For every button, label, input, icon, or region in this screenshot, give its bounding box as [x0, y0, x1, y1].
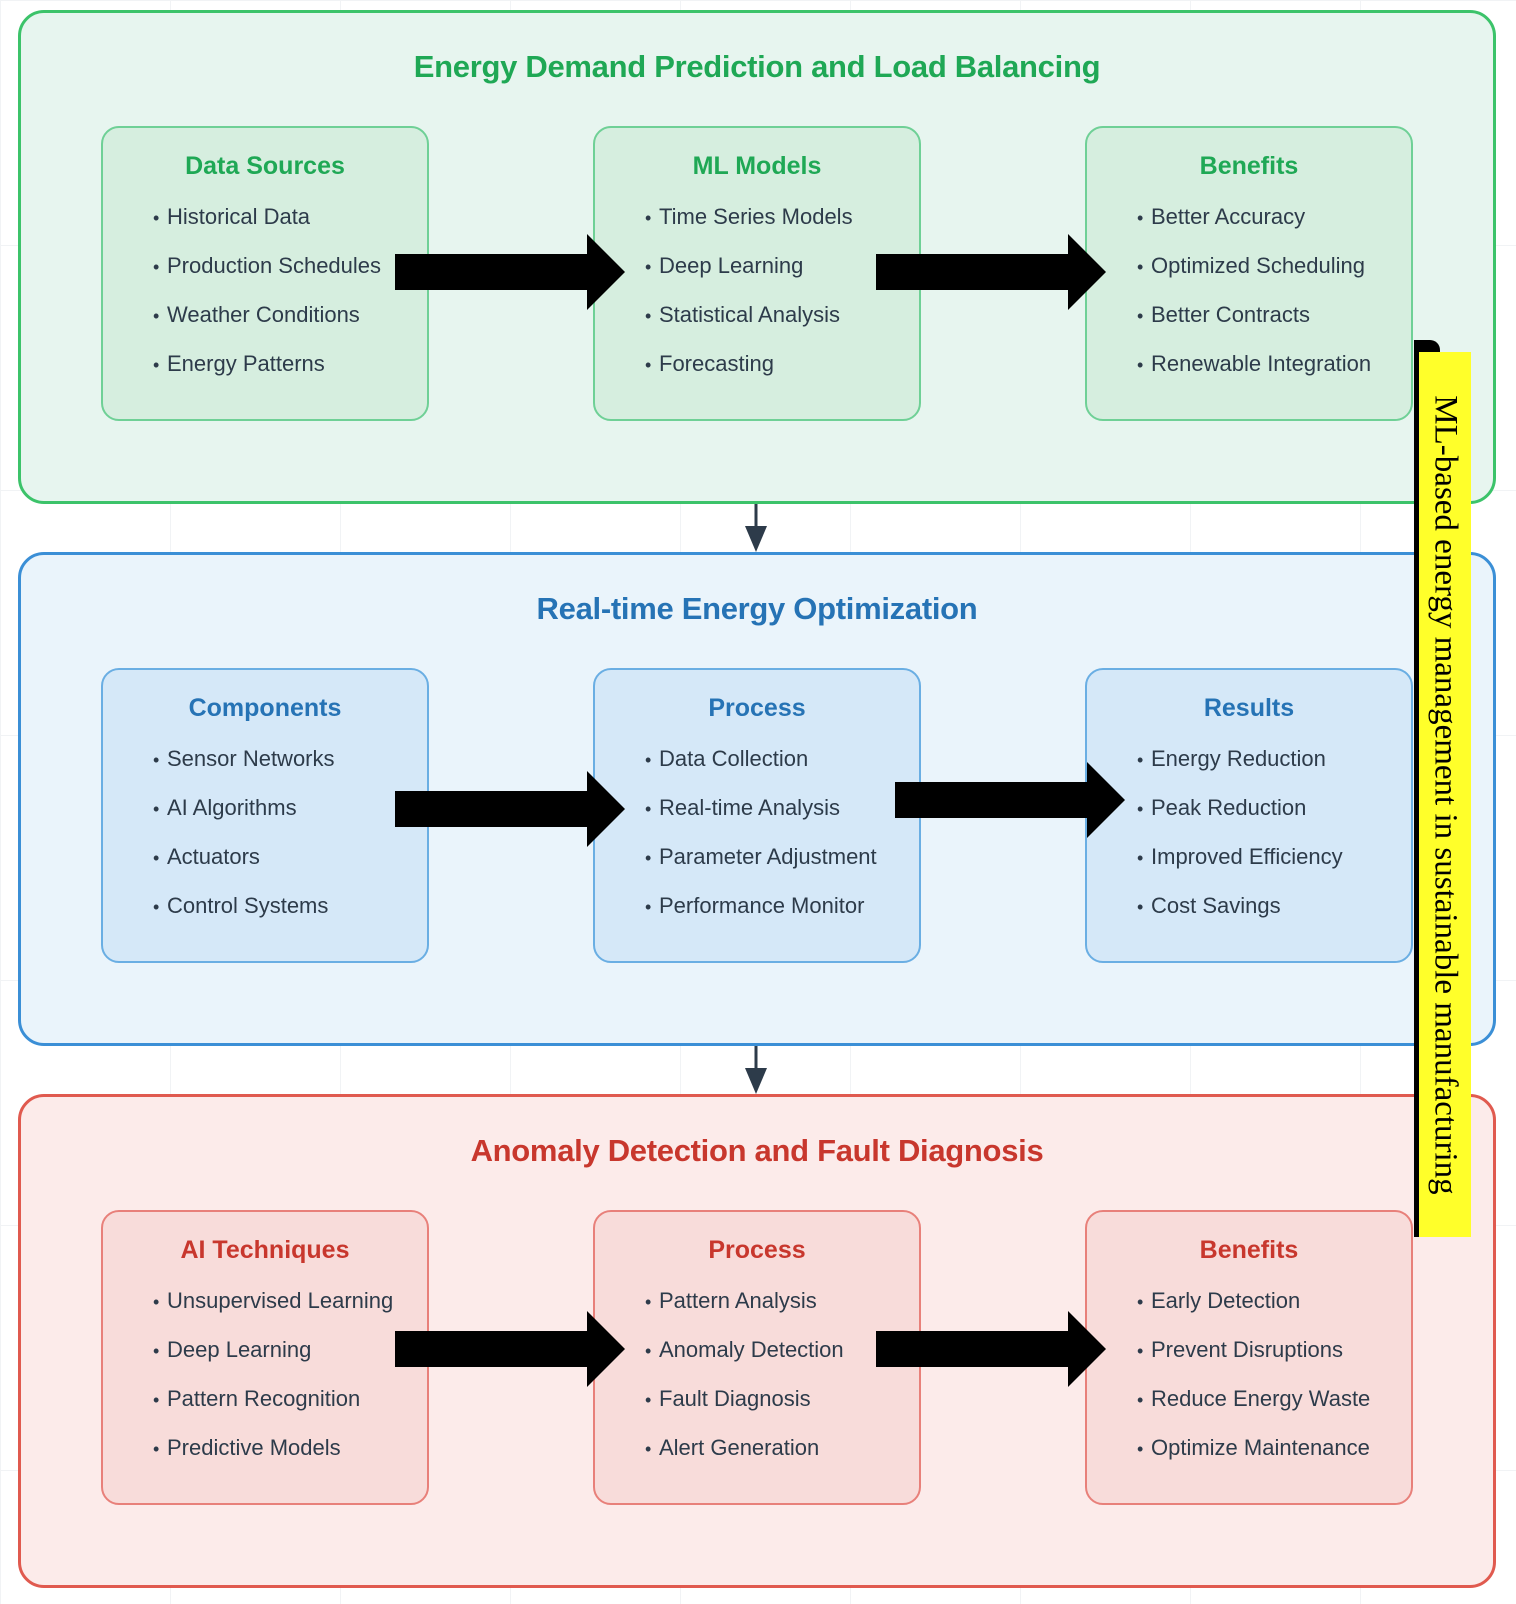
arrow-right-icon: [876, 234, 1106, 310]
section-title: Energy Demand Prediction and Load Balanc…: [413, 49, 1101, 84]
list-item: •Production Schedules: [153, 253, 382, 278]
list-item: •Deep Learning: [645, 253, 804, 278]
list-item: •Performance Monitor: [645, 893, 865, 918]
list-item: •Time Series Models: [645, 204, 853, 229]
card-title: Process: [708, 1236, 806, 1264]
card-title: Data Sources: [185, 152, 345, 180]
arrow-right-icon: [395, 771, 625, 847]
arrow-down-icon: [745, 504, 767, 552]
list-item: •Fault Diagnosis: [645, 1386, 811, 1411]
card-title: Process: [708, 694, 806, 722]
card-ml-models: ML Models •Time Series Models •Deep Lear…: [593, 126, 921, 421]
list-item: •Cost Savings: [1137, 893, 1281, 918]
card-components: Components •Sensor Networks •AI Algorith…: [101, 668, 429, 963]
card-benefits: Benefits •Better Accuracy •Optimized Sch…: [1085, 126, 1413, 421]
list-item: •Sensor Networks: [153, 746, 335, 771]
list-item: •Reduce Energy Waste: [1137, 1386, 1371, 1411]
list-item: •Deep Learning: [153, 1337, 312, 1362]
section-anomaly-detection: Anomaly Detection and Fault Diagnosis AI…: [18, 1094, 1496, 1588]
card-title: AI Techniques: [180, 1236, 350, 1264]
card-benefits: Benefits •Early Detection •Prevent Disru…: [1085, 1210, 1413, 1505]
list-item: •Alert Generation: [645, 1435, 820, 1460]
list-item: •Optimize Maintenance: [1137, 1435, 1370, 1460]
section-realtime-optimization: Real-time Energy Optimization Components…: [18, 552, 1496, 1046]
arrow-down-icon: [745, 1046, 767, 1094]
card-data-sources: Data Sources •Historical Data •Productio…: [101, 126, 429, 421]
card-title: ML Models: [692, 152, 822, 180]
list-item: •Real-time Analysis: [645, 795, 840, 820]
card-title: Benefits: [1199, 152, 1299, 180]
list-item: •Weather Conditions: [153, 302, 360, 327]
list-item: •Renewable Integration: [1137, 351, 1372, 376]
card-title: Results: [1203, 694, 1295, 722]
arrow-right-icon: [876, 1311, 1106, 1387]
card-process: Process •Data Collection •Real-time Anal…: [593, 668, 921, 963]
list-item: •Prevent Disruptions: [1137, 1337, 1343, 1362]
list-item: •Energy Reduction: [1137, 746, 1326, 771]
arrow-right-icon: [395, 234, 625, 310]
list-item: •Data Collection: [645, 746, 809, 771]
card-results: Results •Energy Reduction •Peak Reductio…: [1085, 668, 1413, 963]
list-item: •Pattern Analysis: [645, 1288, 817, 1313]
list-item: •Parameter Adjustment: [645, 844, 877, 869]
card-title: Components: [188, 694, 342, 722]
list-item: •Optimized Scheduling: [1137, 253, 1366, 278]
card-process: Process •Pattern Analysis •Anomaly Detec…: [593, 1210, 921, 1505]
list-item: •Unsupervised Learning: [153, 1288, 394, 1313]
arrow-right-icon: [395, 1311, 625, 1387]
list-item: •Energy Patterns: [153, 351, 325, 376]
section-title: Anomaly Detection and Fault Diagnosis: [470, 1133, 1044, 1168]
card-ai-techniques: AI Techniques •Unsupervised Learning •De…: [101, 1210, 429, 1505]
side-label-text: ML-based energy management in sustainabl…: [1427, 394, 1464, 1195]
list-item: •Historical Data: [153, 204, 311, 229]
list-item: •Better Contracts: [1137, 302, 1310, 327]
card-title: Benefits: [1199, 1236, 1299, 1264]
section-energy-demand-prediction: Energy Demand Prediction and Load Balanc…: [18, 10, 1496, 504]
side-label-cap: [1414, 340, 1440, 354]
list-item: •Peak Reduction: [1137, 795, 1307, 820]
section-title: Real-time Energy Optimization: [536, 591, 978, 626]
list-item: •Pattern Recognition: [153, 1386, 361, 1411]
list-item: •Predictive Models: [153, 1435, 341, 1460]
side-label: ML-based energy management in sustainabl…: [1414, 352, 1471, 1237]
list-item: •Forecasting: [645, 351, 774, 376]
list-item: •Improved Efficiency: [1137, 844, 1343, 869]
list-item: •Better Accuracy: [1137, 204, 1306, 229]
list-item: •AI Algorithms: [153, 795, 297, 820]
arrow-right-icon: [895, 762, 1125, 838]
list-item: •Control Systems: [153, 893, 329, 918]
list-item: •Actuators: [153, 844, 260, 869]
list-item: •Anomaly Detection: [645, 1337, 844, 1362]
list-item: •Statistical Analysis: [645, 302, 840, 327]
list-item: •Early Detection: [1137, 1288, 1301, 1313]
